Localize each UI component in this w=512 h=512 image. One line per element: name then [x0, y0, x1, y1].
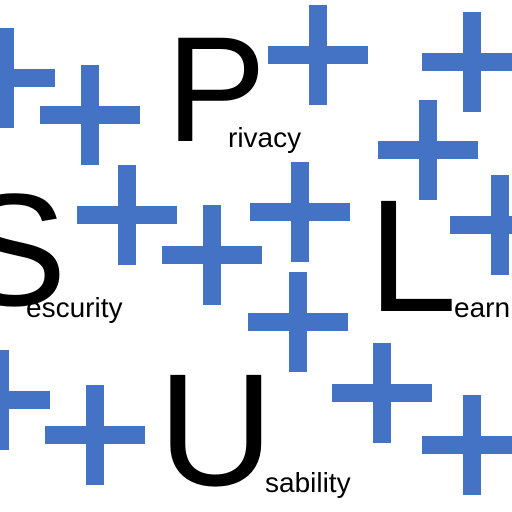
plus-icon [40, 65, 140, 165]
plus-icon [268, 5, 368, 105]
plus-icon [0, 350, 50, 450]
plus-icon [77, 165, 177, 265]
plus-icon [250, 162, 350, 262]
letter-p: P [166, 5, 267, 173]
letter-s: S [0, 160, 67, 339]
letter-u: U [158, 340, 274, 512]
plus-icon [248, 272, 348, 372]
letter-l: L [368, 166, 457, 345]
word-privacy-rest: rivacy [228, 122, 302, 153]
plus-icon [378, 100, 478, 200]
plus-icon [45, 385, 145, 485]
plus-icon [450, 175, 512, 275]
word-security-rest: escurity [26, 292, 123, 323]
word-learning-rest: earn [454, 292, 511, 323]
plus-icon [0, 28, 55, 128]
plus-icon [422, 395, 512, 495]
plus-icon [162, 205, 262, 305]
word-usability-rest: sability [265, 467, 351, 498]
plus-icon [332, 343, 432, 443]
plus-icon [422, 12, 512, 112]
